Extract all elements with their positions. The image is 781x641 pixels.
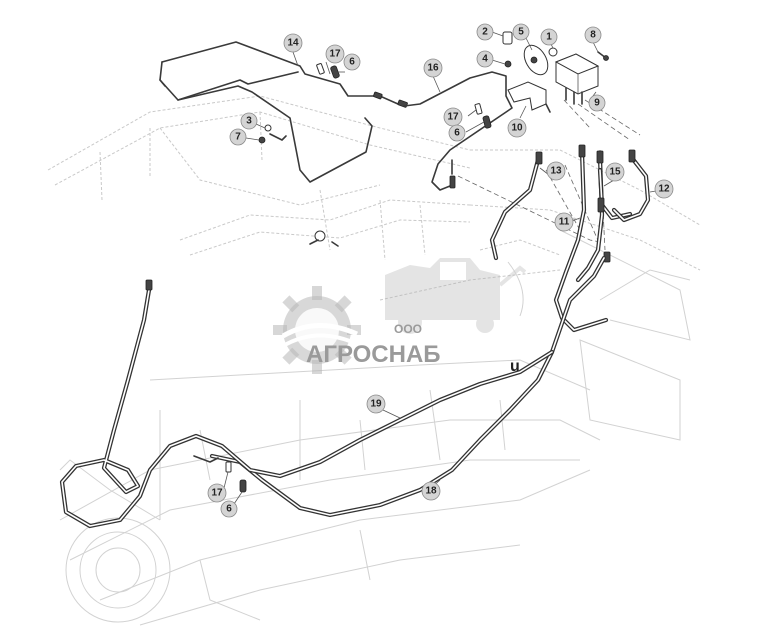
svg-text:6: 6 [226,504,232,515]
svg-text:18: 18 [425,486,437,497]
hose-part-18 [209,255,607,518]
callout-16: 16 [423,58,443,78]
ghost-hose-segment [507,261,524,317]
callout-10: 10 [507,118,527,138]
callout-17b: 17 [443,107,463,127]
callout-4: 4 [476,50,494,68]
tube-part-16 [403,71,513,191]
svg-text:6: 6 [454,128,460,139]
watermark-logo: ООО АГРОСНАБ u [273,258,527,375]
watermark-suffix: u [510,358,520,375]
svg-text:17: 17 [447,112,459,123]
fittings-near-16 [465,103,492,133]
callout-17a: 17 [325,44,345,64]
svg-text:11: 11 [559,217,570,228]
watermark-name: АГРОСНАБ [306,341,441,368]
callout-3: 3 [240,112,258,130]
callout-9: 9 [588,94,606,112]
tube-part-14 [159,41,408,183]
svg-text:8: 8 [590,30,596,41]
svg-text:2: 2 [482,27,488,38]
svg-text:17: 17 [211,488,223,499]
svg-text:15: 15 [609,167,621,178]
callout-1: 1 [540,28,558,46]
svg-text:9: 9 [594,98,600,109]
callout-13: 13 [546,161,566,181]
callout-11: 11 [554,212,574,232]
clamp-fittings-left [309,230,339,247]
callout-5: 5 [512,23,530,41]
gear-icon [273,286,361,374]
svg-text:12: 12 [658,184,670,195]
combine-harvester-icon [385,258,527,334]
callout-12: 12 [654,179,674,199]
callout-18: 18 [421,481,441,501]
callout-19: 19 [366,394,386,414]
hose-part-19 [59,279,555,529]
watermark-prefix: ООО [394,322,422,336]
svg-text:5: 5 [518,27,524,38]
fittings-near-14 [316,61,345,79]
valve-block-assembly [491,31,609,119]
svg-text:13: 13 [550,166,562,177]
svg-text:17: 17 [329,49,341,60]
callout-6c: 6 [220,500,238,518]
svg-text:4: 4 [482,54,488,65]
svg-text:7: 7 [235,132,241,143]
callout-7: 7 [229,128,247,146]
svg-text:16: 16 [427,63,439,74]
fittings-lower [193,455,247,505]
svg-text:10: 10 [511,123,523,134]
callout-14: 14 [283,33,303,53]
svg-text:14: 14 [287,38,299,49]
callout-2: 2 [476,23,494,41]
callout-6a: 6 [343,53,361,71]
svg-text:1: 1 [546,32,552,43]
callout-8: 8 [584,26,602,44]
callout-17c: 17 [207,483,227,503]
callout-15: 15 [605,162,625,182]
svg-text:19: 19 [370,399,382,410]
fittings-3-7 [245,123,287,144]
svg-text:6: 6 [349,57,355,68]
callout-6b: 6 [448,124,466,142]
svg-text:3: 3 [246,116,252,127]
